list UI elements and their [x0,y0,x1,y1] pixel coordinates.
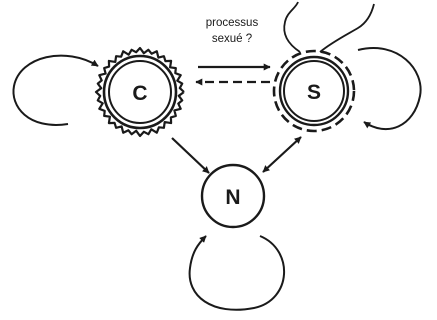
node-s-label: S [307,81,321,104]
node-s-outer-wall [278,55,350,127]
self-loop-n [188,235,285,311]
node-c-outer-wall [102,54,178,130]
self-loop-s [357,47,422,131]
arrow-n-s-bidirectional [262,136,302,173]
node-s: S [272,1,375,133]
node-n: N [200,163,266,229]
node-s-inner-wall [283,60,345,122]
annotation-line-1: processus [206,17,259,29]
node-n-label: N [225,186,240,209]
annotation-line-2: sexué ? [212,33,252,45]
node-s-flagellum [283,1,375,53]
node-c: C [94,46,185,138]
node-c-label: C [132,82,147,105]
node-c-inner-wall [108,60,172,124]
arrow-c-to-n [171,137,210,174]
node-s-dashed-envelope [272,49,356,133]
self-loop-c [12,54,99,126]
node-c-spiky-envelope [94,46,185,138]
node-n-wall [200,163,266,229]
